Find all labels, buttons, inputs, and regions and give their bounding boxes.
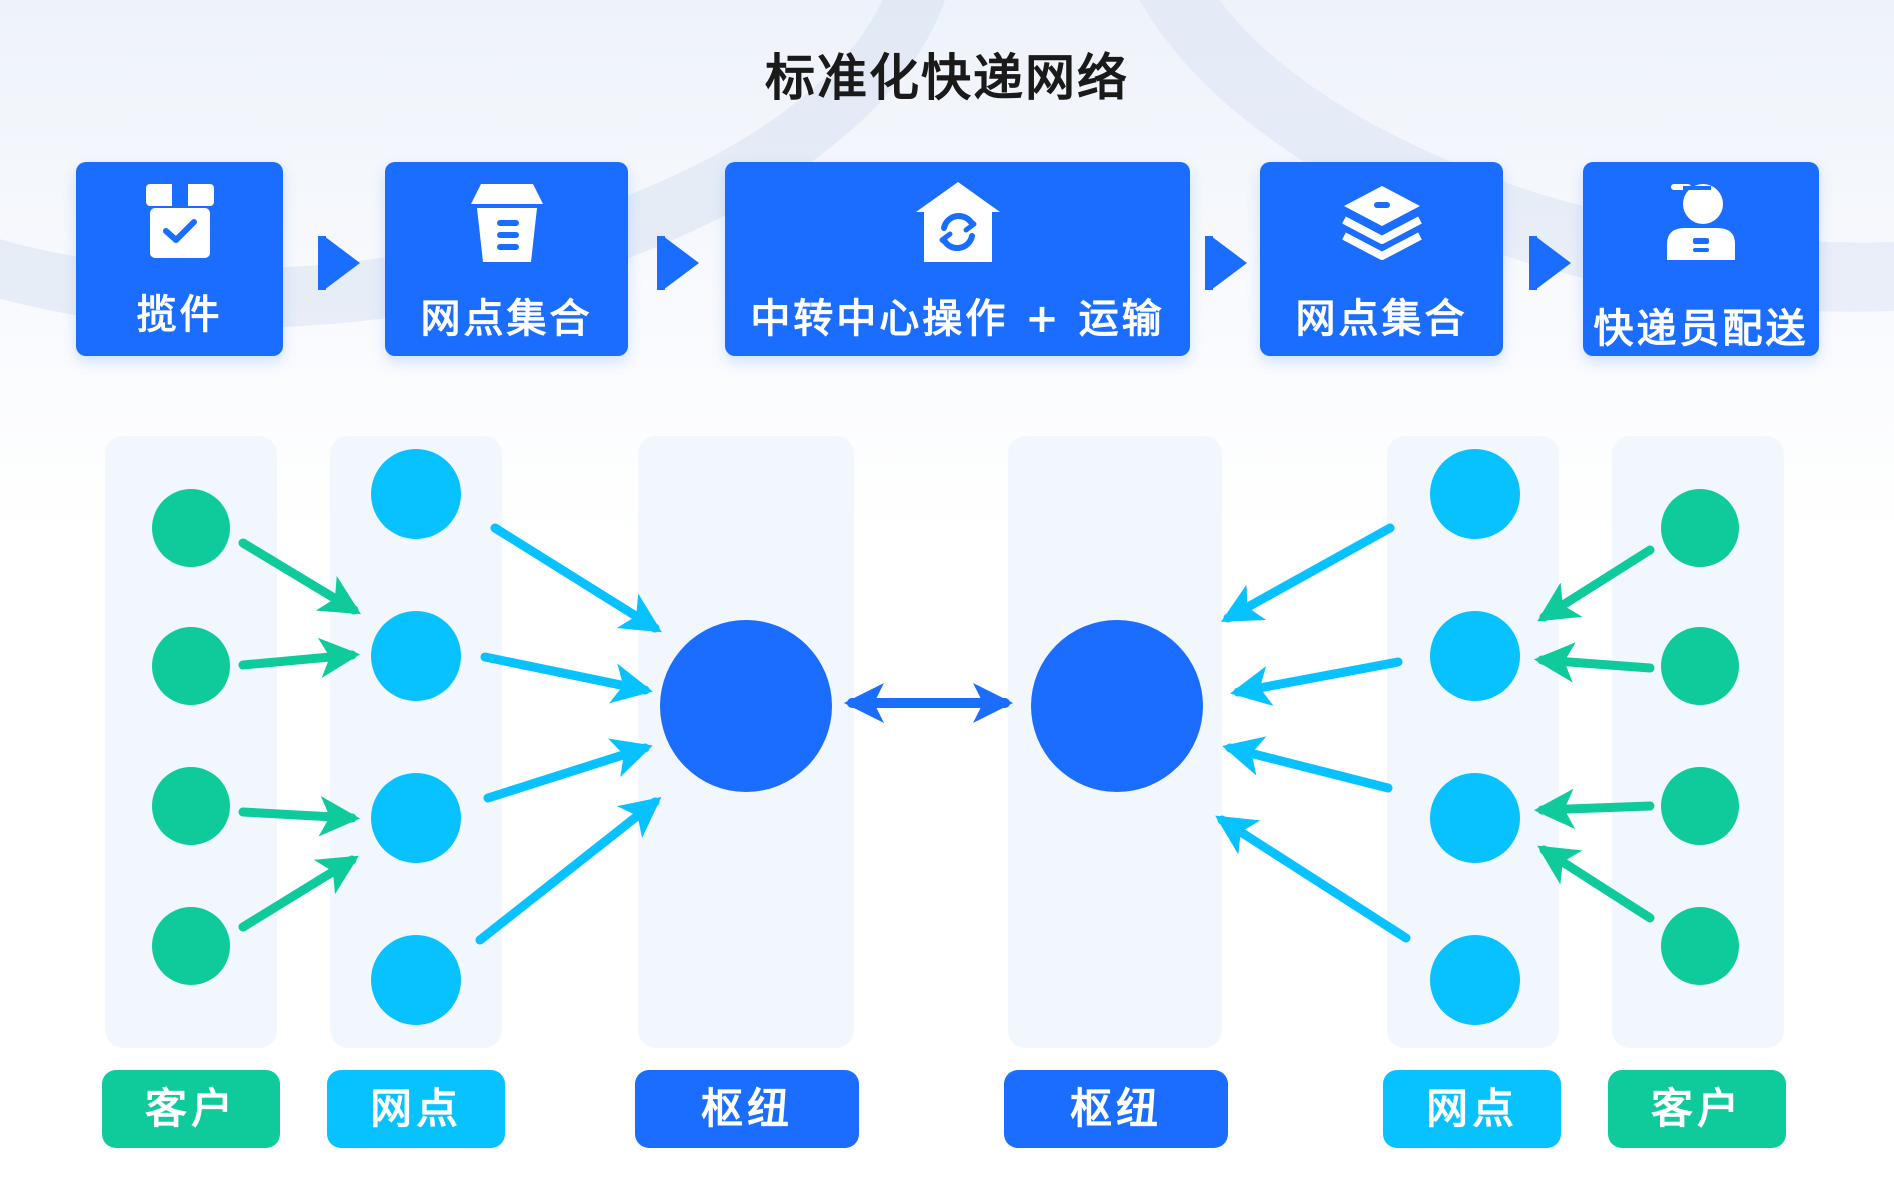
column-label-outlets-left: 网点 xyxy=(327,1070,505,1148)
flow-arrow xyxy=(238,795,361,837)
package-check-icon xyxy=(145,184,214,258)
flow-arrow xyxy=(490,523,662,633)
outlet-node xyxy=(1430,611,1520,701)
flow-chevron-icon xyxy=(318,236,360,290)
outlet-node xyxy=(371,773,461,863)
customer-node xyxy=(1661,627,1739,705)
customer-node xyxy=(152,907,230,985)
process-step-outlet-collect: 网点集合 xyxy=(385,162,628,356)
flow-arrow xyxy=(1537,545,1655,622)
customer-node xyxy=(152,489,230,567)
flow-chevron-icon xyxy=(657,236,699,290)
outlet-node xyxy=(1430,773,1520,863)
flow-arrow xyxy=(238,538,361,615)
outlet-node xyxy=(1430,449,1520,539)
flow-arrow xyxy=(483,738,653,803)
flow-arrow xyxy=(1220,523,1395,623)
outlet-node xyxy=(371,449,461,539)
flow-arrow xyxy=(475,796,662,945)
process-step-transit-center: 中转中心操作 + 运输 xyxy=(725,162,1190,356)
hub-node xyxy=(660,620,832,792)
flow-arrow xyxy=(1533,788,1655,830)
column-label-customers-left: 客户 xyxy=(102,1070,280,1148)
flow-arrow xyxy=(1230,657,1403,706)
flow-arrow xyxy=(1537,845,1655,923)
customer-node xyxy=(1661,907,1739,985)
column-label-hub-right: 枢纽 xyxy=(1004,1070,1228,1148)
process-step-courier-delivery: 快递员配送 xyxy=(1583,162,1819,356)
process-step-label: 网点集合 xyxy=(420,296,593,342)
process-step-label: 中转中心操作 + 运输 xyxy=(750,296,1165,342)
flow-arrow xyxy=(1215,815,1411,943)
warehouse-sync-icon xyxy=(915,182,1000,262)
flow-arrow xyxy=(238,855,359,932)
storage-box-icon xyxy=(470,184,543,262)
diagram-title: 标准化快递网络 xyxy=(765,49,1129,107)
customer-node xyxy=(1661,489,1739,567)
flow-arrow xyxy=(1533,642,1655,683)
flow-chevron-icon xyxy=(1529,236,1571,290)
process-step-label: 网点集合 xyxy=(1295,296,1468,342)
courier-person-icon xyxy=(1667,184,1735,260)
flow-chevron-icon xyxy=(1205,236,1247,290)
customer-node xyxy=(152,767,230,845)
process-step-label: 快递员配送 xyxy=(1593,306,1809,352)
flow-arrow xyxy=(480,652,653,704)
layers-stack-icon xyxy=(1341,186,1422,260)
outlet-node xyxy=(1430,935,1520,1025)
customer-node xyxy=(1661,767,1739,845)
flow-arrow xyxy=(1222,736,1393,793)
process-step-pickup: 揽件 xyxy=(76,162,283,356)
hub-node xyxy=(1031,620,1203,792)
customer-node xyxy=(152,627,230,705)
outlet-node xyxy=(371,611,461,701)
process-step-outlet-collect-2: 网点集合 xyxy=(1260,162,1503,356)
process-step-label: 揽件 xyxy=(136,292,223,338)
flow-arrow xyxy=(238,637,361,679)
column-label-hub-left: 枢纽 xyxy=(635,1070,859,1148)
column-label-outlets-right: 网点 xyxy=(1383,1070,1561,1148)
outlet-node xyxy=(371,935,461,1025)
column-label-customers-right: 客户 xyxy=(1608,1070,1786,1148)
